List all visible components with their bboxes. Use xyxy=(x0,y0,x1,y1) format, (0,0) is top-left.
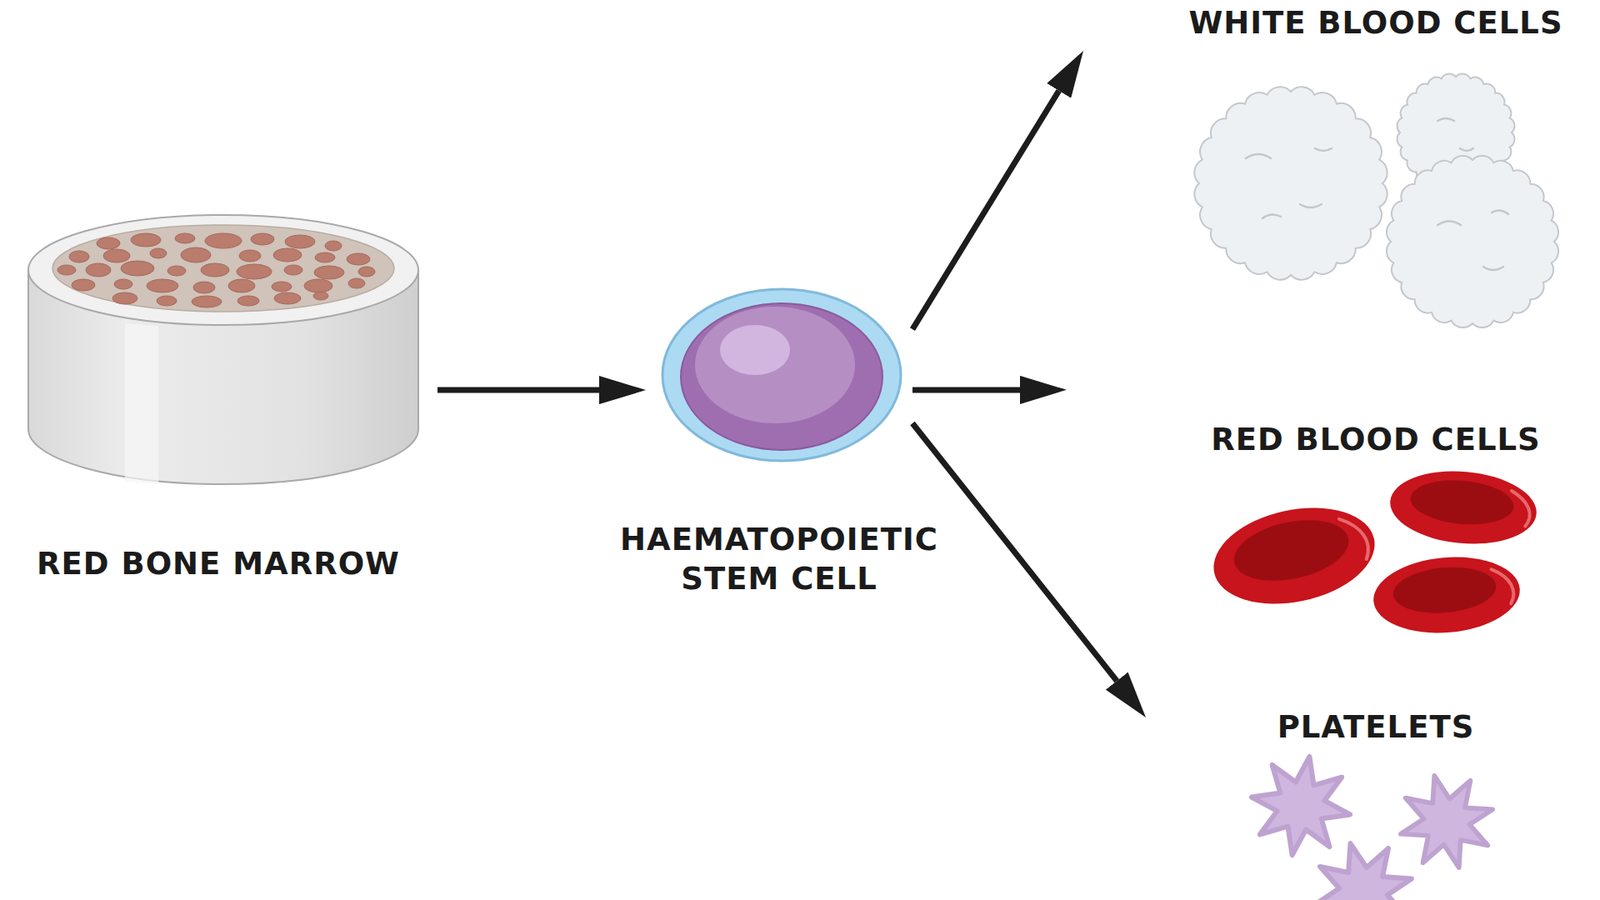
marrow-spot xyxy=(239,250,261,262)
cell-shine xyxy=(1491,567,1515,605)
marrow-spot xyxy=(274,292,301,305)
marrow-spot xyxy=(71,279,95,291)
marrow-spot xyxy=(150,248,167,259)
cell-body xyxy=(1205,494,1385,618)
cell-shine xyxy=(1339,514,1371,563)
red-blood-cell xyxy=(1387,465,1540,550)
platelet xyxy=(1295,823,1432,900)
marrow-spot xyxy=(313,291,329,300)
cell-group: RED BLOOD CELLS xyxy=(1066,379,1584,646)
marrow-spot xyxy=(346,253,370,265)
stem-cell xyxy=(662,289,901,461)
marrow-spot xyxy=(236,264,272,280)
cell-label: WHITE BLOOD CELLS xyxy=(1142,3,1600,43)
cell-membrane xyxy=(662,289,901,461)
nucleus-shine xyxy=(720,325,790,375)
nucleus-highlight xyxy=(695,306,855,424)
marrow-spot xyxy=(273,248,302,262)
marrow-surface xyxy=(52,225,395,312)
flow-arrow xyxy=(912,90,1060,330)
cell-wrinkle xyxy=(1315,148,1332,151)
marrow-spot xyxy=(271,281,292,292)
cell-label: RED BLOOD CELLS xyxy=(1142,420,1600,460)
cell-shine xyxy=(1508,490,1532,527)
cell-wrinkle xyxy=(1483,266,1504,270)
marrow-spot xyxy=(69,250,90,263)
flow-arrow xyxy=(437,387,600,394)
flow-arrow xyxy=(912,423,1117,681)
marrow-spot xyxy=(146,279,179,293)
marrow-spot xyxy=(114,279,133,290)
marrow-spot xyxy=(57,265,76,275)
platelet xyxy=(1242,747,1359,864)
marrow-spot xyxy=(112,292,138,305)
marrow-spot xyxy=(314,265,345,280)
red-blood-cell xyxy=(1205,494,1385,618)
cell-group: HAEMATOPOIETIC STEM CELL xyxy=(645,283,913,600)
marrow-spot xyxy=(325,240,342,251)
marrow-spot xyxy=(167,265,186,276)
cell-label: HAEMATOPOIETIC STEM CELL xyxy=(595,520,963,599)
cell-dimple xyxy=(1228,510,1355,591)
marrow-spot xyxy=(228,279,255,293)
marrow-spot xyxy=(237,295,260,306)
cell-group: PLATELETS xyxy=(1145,691,1584,900)
marrow-spot xyxy=(193,281,215,294)
cell-wrinkle xyxy=(1437,221,1461,226)
cell-dimple xyxy=(1409,476,1516,530)
marrow-spot xyxy=(180,247,211,263)
platelet xyxy=(1388,763,1505,880)
marrow-spot xyxy=(205,233,242,249)
white-blood-cells xyxy=(1194,74,1559,328)
cell-nucleus xyxy=(680,303,883,450)
marrow-spot xyxy=(96,237,120,250)
cell-body xyxy=(1387,465,1540,550)
marrow-spot xyxy=(120,260,155,276)
marrow-spot xyxy=(315,252,335,263)
cell-dimple xyxy=(1390,563,1498,618)
cell-wrinkle xyxy=(1245,154,1271,159)
marrow-spot xyxy=(175,233,195,244)
marrow-spot xyxy=(358,266,375,277)
cell-body xyxy=(1370,551,1523,640)
cell-group: RED BONE MARROW xyxy=(0,208,438,592)
cell-wrinkle xyxy=(1437,118,1455,121)
bone-section xyxy=(28,215,419,485)
white-blood-cell xyxy=(1386,155,1559,328)
cell-wrinkle xyxy=(1460,148,1474,151)
cell-label: RED BONE MARROW xyxy=(1,544,435,584)
marrow-spot xyxy=(284,265,303,275)
cell-wrinkle xyxy=(1262,214,1281,219)
cell-label: PLATELETS xyxy=(1175,707,1576,747)
cell-wrinkle xyxy=(1491,210,1509,215)
red-blood-cell xyxy=(1370,551,1523,640)
marrow-spot xyxy=(156,295,177,306)
marrow-spot xyxy=(191,295,222,308)
marrow-spot xyxy=(348,278,365,289)
flow-arrow xyxy=(912,386,1020,393)
marrow-spot xyxy=(200,263,230,277)
marrow-spot xyxy=(130,233,161,247)
marrow-spot xyxy=(304,279,333,293)
white-blood-cell xyxy=(1194,86,1387,280)
bone-highlight xyxy=(125,323,159,485)
marrow-spot xyxy=(285,235,315,249)
cell-wrinkle xyxy=(1300,204,1322,208)
bone-rim xyxy=(28,215,419,325)
cell-group: WHITE BLOOD CELLS xyxy=(1083,0,1584,313)
marrow-spot xyxy=(85,263,111,277)
marrow-spot xyxy=(250,233,275,245)
marrow-spot xyxy=(103,249,130,263)
